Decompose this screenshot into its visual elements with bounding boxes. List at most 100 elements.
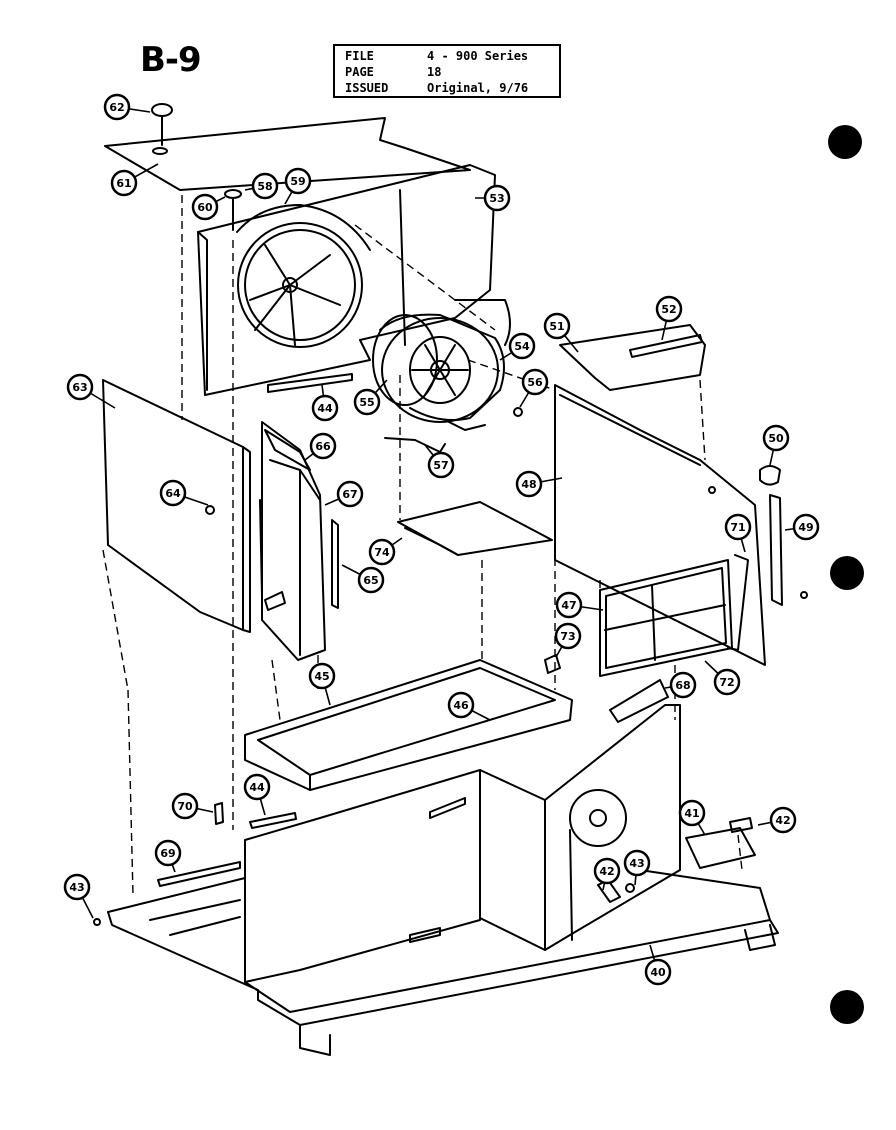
callout-circle xyxy=(678,799,706,827)
callout-74: 74 xyxy=(368,537,403,566)
top-right-panel-drawing xyxy=(559,324,706,391)
callout-51: 51 xyxy=(543,312,579,353)
callout-circle xyxy=(251,172,279,200)
callout-circle xyxy=(593,857,621,885)
callout-circle xyxy=(427,451,455,479)
callout-number: 42 xyxy=(599,865,614,878)
callout-circle xyxy=(336,480,364,508)
callout-circle xyxy=(154,839,182,867)
callout-58: 58 xyxy=(244,172,279,200)
callout-70: 70 xyxy=(171,792,214,820)
callout-67: 67 xyxy=(324,480,364,508)
callout-circle xyxy=(515,470,543,498)
callout-42: 42 xyxy=(593,857,621,891)
callout-number: 71 xyxy=(730,521,745,534)
callout-circle xyxy=(368,538,396,566)
callout-circle xyxy=(353,388,381,416)
callout-44: 44 xyxy=(243,773,271,816)
callout-circle xyxy=(521,368,549,396)
binder-hole-top xyxy=(828,125,862,159)
callout-59: 59 xyxy=(284,167,312,205)
callout-55: 55 xyxy=(353,379,388,416)
callout-circle xyxy=(447,691,475,719)
callout-63: 63 xyxy=(66,373,116,409)
callout-41: 41 xyxy=(678,799,706,836)
callout-number: 53 xyxy=(489,192,504,205)
callout-62: 62 xyxy=(103,93,151,121)
callout-number: 44 xyxy=(317,402,333,415)
callout-61: 61 xyxy=(110,163,159,197)
binder-hole-bottom xyxy=(830,990,864,1024)
callout-50: 50 xyxy=(762,424,790,466)
callout-number: 61 xyxy=(116,177,131,190)
callout-number: 62 xyxy=(109,101,124,114)
callout-number: 45 xyxy=(314,670,329,683)
sheet-id: B-9 xyxy=(140,40,202,80)
callout-71: 71 xyxy=(724,513,752,553)
callout-73: 73 xyxy=(554,622,582,658)
callout-number: 73 xyxy=(560,630,575,643)
callout-43: 43 xyxy=(63,873,94,919)
page-value: 18 xyxy=(427,65,442,79)
callout-circle xyxy=(655,295,683,323)
callout-circle xyxy=(191,193,219,221)
callout-circle xyxy=(554,622,582,650)
callout-circle xyxy=(623,849,651,877)
callout-number: 66 xyxy=(315,440,331,453)
condenser-divider-drawing xyxy=(244,704,681,983)
callout-circle xyxy=(63,873,91,901)
callout-48: 48 xyxy=(515,470,563,498)
page-label: PAGE xyxy=(345,65,374,79)
callout-number: 46 xyxy=(453,699,469,712)
callout-number: 54 xyxy=(514,340,530,353)
callout-circle xyxy=(762,424,790,452)
callout-circle xyxy=(555,591,583,619)
callout-circle xyxy=(792,513,820,541)
callout-circle xyxy=(309,432,337,460)
callout-number: 70 xyxy=(177,800,193,813)
callout-49: 49 xyxy=(784,513,820,541)
callout-number: 59 xyxy=(290,175,305,188)
callout-68: 68 xyxy=(664,671,697,699)
dashed-guides xyxy=(102,195,743,896)
callout-circle xyxy=(284,167,312,195)
blower-housing-drawing xyxy=(197,164,496,396)
evaporator-cover-drawing xyxy=(397,501,553,556)
filter-grille-drawing xyxy=(599,554,749,677)
file-value: 4 - 900 Series xyxy=(427,49,529,63)
callout-circle xyxy=(103,93,131,121)
callout-72: 72 xyxy=(704,660,741,696)
callout-46: 46 xyxy=(447,691,491,721)
callout-number: 58 xyxy=(257,180,272,193)
callout-44: 44 xyxy=(311,384,339,422)
callout-65: 65 xyxy=(341,564,385,594)
callout-43: 43 xyxy=(623,849,651,886)
callout-circle xyxy=(713,668,741,696)
callout-53: 53 xyxy=(475,184,511,212)
callout-60: 60 xyxy=(191,193,226,221)
issued-label: ISSUED xyxy=(345,81,389,95)
callout-number: 47 xyxy=(561,599,576,612)
callout-circle xyxy=(110,169,138,197)
callout-circle xyxy=(243,773,271,801)
partition-drawing xyxy=(261,421,339,661)
callout-number: 42 xyxy=(775,814,790,827)
callout-circle xyxy=(669,671,697,699)
callout-circle xyxy=(508,332,536,360)
callout-52: 52 xyxy=(655,295,683,341)
callout-57: 57 xyxy=(424,444,455,479)
callout-number: 64 xyxy=(165,487,181,500)
callout-circle xyxy=(357,566,385,594)
callout-number: 68 xyxy=(675,679,690,692)
callout-47: 47 xyxy=(555,591,604,619)
callout-number: 50 xyxy=(768,432,784,445)
callout-45: 45 xyxy=(308,662,336,706)
info-row-issued: ISSUED Original, 9/76 xyxy=(345,81,528,95)
callout-number: 43 xyxy=(629,857,644,870)
callout-42: 42 xyxy=(757,806,797,834)
fan-motor-drawing xyxy=(372,299,511,453)
info-row-page: PAGE 18 xyxy=(345,65,441,79)
